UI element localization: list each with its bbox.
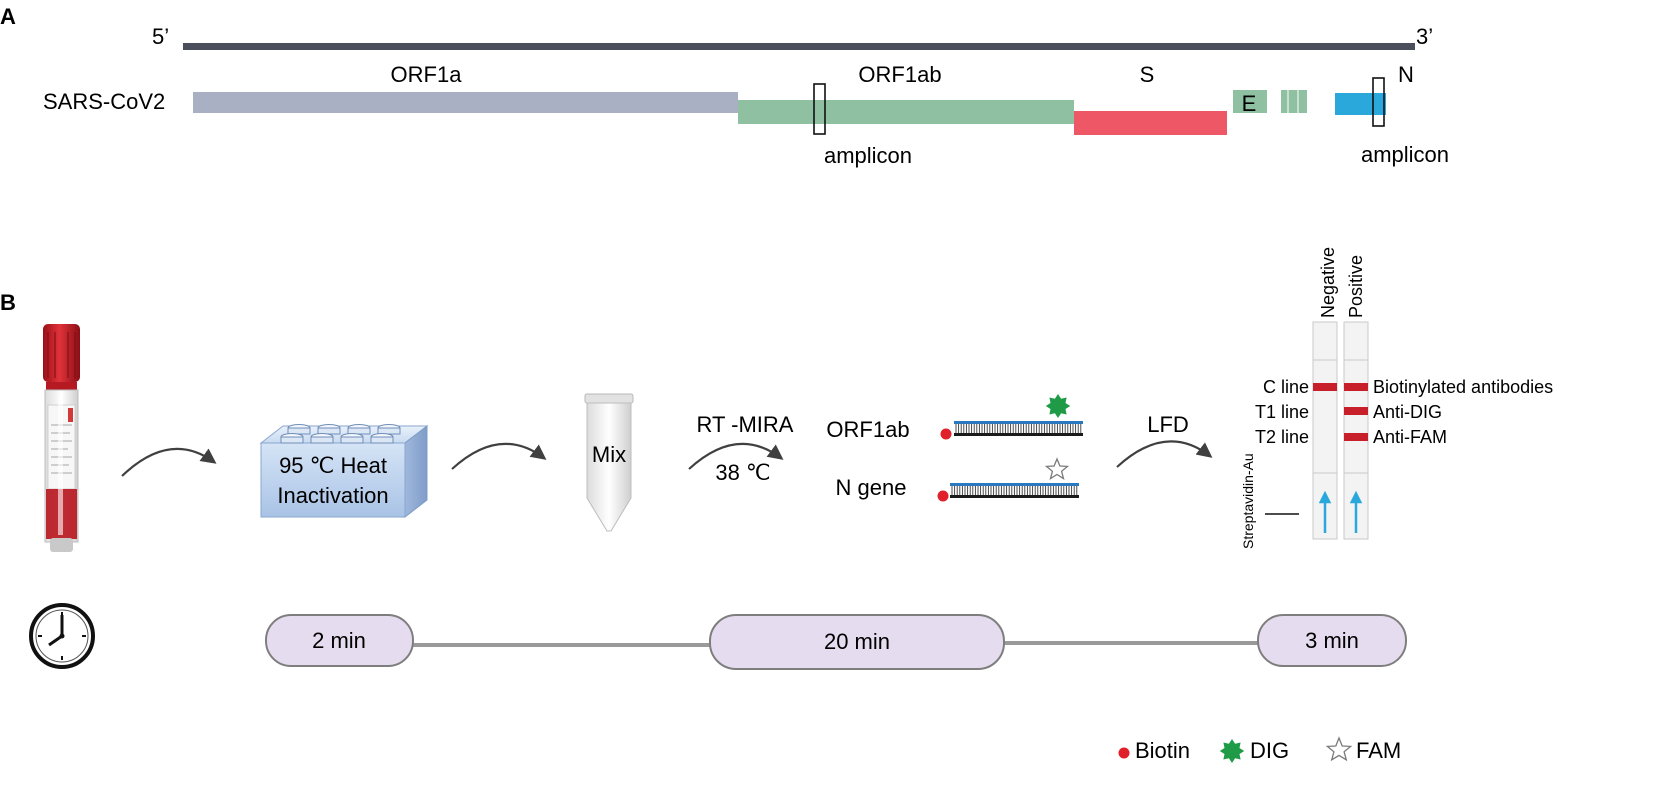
positive-c-line-band — [1344, 383, 1368, 391]
dna-base-pairs — [955, 424, 1082, 433]
negative-c-line-band — [1313, 383, 1337, 391]
panel-a-label: A — [0, 4, 16, 29]
streptavidin-au-label: Streptavidin-Au — [1240, 453, 1256, 549]
legend-fam-icon — [1325, 736, 1353, 762]
legend-dig-label: DIG — [1250, 738, 1289, 763]
dna-duplex-orf1ab — [940, 394, 1083, 440]
genome-backbone — [183, 43, 1415, 50]
dna-duplex-ngene — [937, 457, 1079, 502]
legend-dig-icon — [1219, 739, 1245, 763]
gene-label-n: N — [1398, 62, 1414, 87]
panel-b: B — [0, 247, 1553, 552]
timeline-step-1-label: 2 min — [312, 628, 366, 653]
fam-marker — [1044, 457, 1070, 481]
heat-block-front — [260, 442, 406, 518]
legend: Biotin DIG FAM — [1118, 736, 1401, 763]
mix-tube: Mix — [584, 393, 634, 532]
sample-tube — [43, 324, 80, 552]
product-label-orf1ab: ORF1ab — [826, 417, 909, 442]
gene-label-s: S — [1140, 62, 1155, 87]
heat-block: 95 ℃ Heat Inactivation — [259, 424, 429, 519]
three-prime-end-label: 3’ — [1416, 24, 1433, 49]
timeline-step-1 — [265, 614, 414, 667]
legend-fam-label: FAM — [1356, 738, 1401, 763]
amplicon-box-n — [1372, 77, 1385, 127]
timeline-step-3-label: 3 min — [1305, 628, 1359, 653]
positive-t2-line-band — [1344, 433, 1368, 441]
product-label-ngene: N gene — [836, 475, 907, 500]
gene-segment-orf1a — [193, 92, 738, 113]
gene-label-orf1a: ORF1a — [391, 62, 463, 87]
biotin-marker — [940, 428, 952, 440]
rt-mira-label: RT -MIRA — [697, 412, 794, 437]
lfd-strip-positive — [1343, 321, 1369, 540]
heat-block-text-line2: Inactivation — [277, 483, 388, 508]
strip-label-negative: Negative — [1318, 247, 1338, 318]
anti-dig-label: Anti-DIG — [1373, 402, 1442, 422]
gene-segment-orf1ab — [738, 100, 1074, 124]
amplicon-label-orf1ab: amplicon — [824, 143, 912, 168]
gene-segment-e-2 — [1281, 90, 1307, 113]
process-arrow-4 — [1116, 440, 1213, 468]
dna-strand-top — [950, 483, 1079, 486]
reaction-temperature-label: 38 ℃ — [715, 460, 770, 485]
mix-tube-body — [586, 402, 632, 532]
panel-b-label: B — [0, 290, 16, 315]
process-arrow-1 — [121, 447, 217, 477]
dna-strand-bottom — [950, 495, 1079, 498]
t1-line-label: T1 line — [1255, 402, 1309, 422]
genome-name-label: SARS-CoV2 — [43, 89, 165, 114]
five-prime-end-label: 5’ — [152, 24, 169, 49]
biotin-marker — [937, 490, 949, 502]
process-arrow-3 — [688, 442, 784, 470]
dig-marker — [1045, 394, 1071, 418]
gene-label-orf1ab: ORF1ab — [858, 62, 941, 87]
timeline-step-2 — [709, 614, 1005, 670]
gene-segment-s — [1074, 111, 1227, 135]
gene-label-e: E — [1242, 91, 1257, 116]
lfd-strip-negative — [1312, 321, 1338, 540]
t2-line-label: T2 line — [1255, 427, 1309, 447]
clock-icon — [29, 603, 95, 669]
amplicon-label-n: amplicon — [1361, 142, 1449, 167]
biotinylated-antibodies-label: Biotinylated antibodies — [1373, 377, 1553, 397]
positive-t1-line-band — [1344, 407, 1368, 415]
amplicon-box-orf1ab — [813, 83, 826, 135]
lfd-label: LFD — [1147, 412, 1189, 437]
mix-label: Mix — [592, 442, 626, 467]
legend-biotin-icon — [1118, 747, 1130, 759]
timeline-step-3 — [1257, 614, 1407, 667]
legend-biotin-label: Biotin — [1135, 738, 1190, 763]
heat-block-text-line1: 95 ℃ Heat — [279, 453, 387, 478]
mix-tube-cap — [584, 393, 634, 404]
tube-cap — [43, 324, 80, 382]
strip-label-positive: Positive — [1346, 255, 1366, 318]
gene-segment-n — [1335, 93, 1386, 115]
gene-segment-e-1 — [1233, 90, 1267, 113]
panel-a: A 5’ 3’ SARS-CoV2 ORF1a ORF1ab S E N amp… — [0, 4, 1449, 168]
c-line-label: C line — [1263, 377, 1309, 397]
timeline-step-2-label: 20 min — [824, 629, 890, 654]
dna-strand-top — [954, 421, 1083, 424]
dna-base-pairs — [951, 486, 1078, 495]
dna-strand-bottom — [954, 433, 1083, 436]
anti-fam-label: Anti-FAM — [1373, 427, 1447, 447]
process-arrow-2 — [451, 442, 547, 470]
timeline: 2 min 20 min 3 min — [29, 603, 1407, 670]
